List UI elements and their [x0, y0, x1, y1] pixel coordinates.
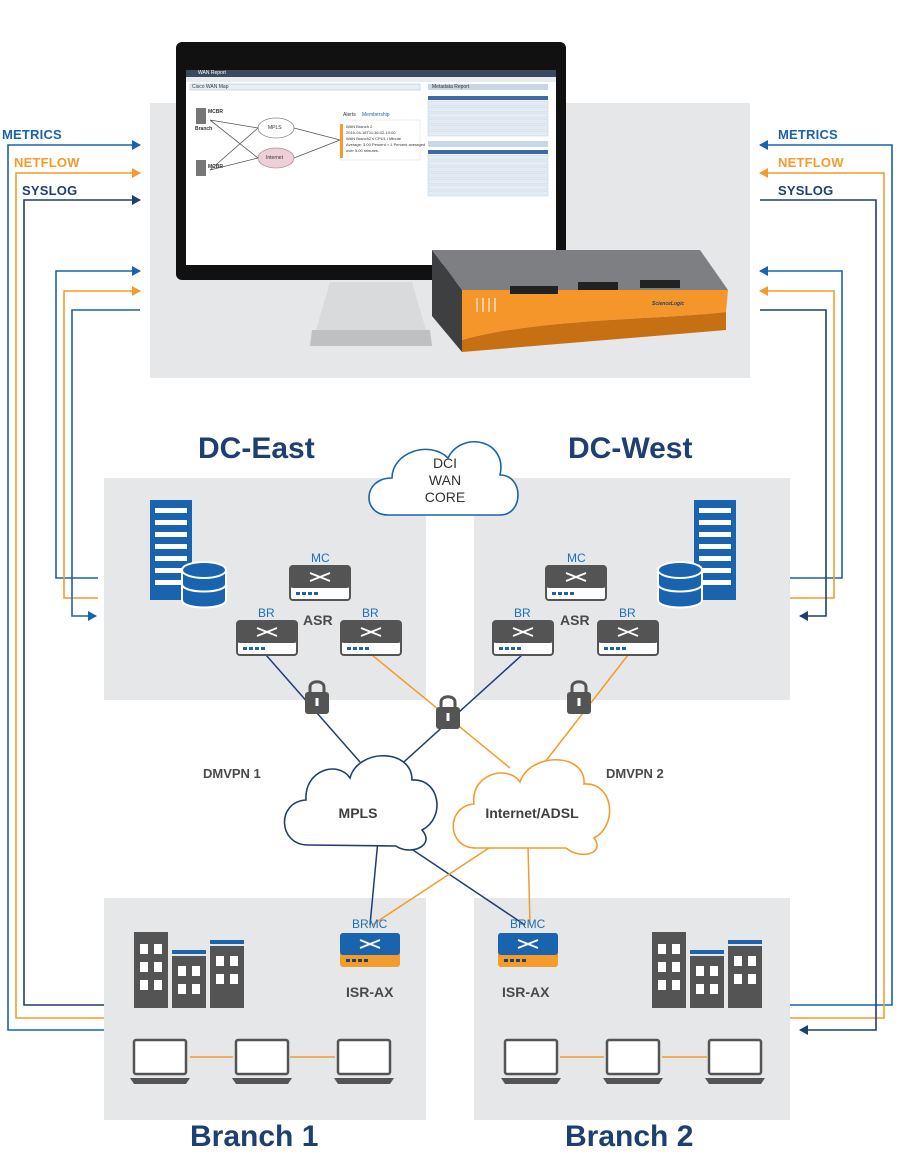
mc-label-west: MC	[567, 551, 586, 565]
screen-panel-title: Metadata Report	[432, 84, 470, 90]
mpls-cloud	[283, 755, 438, 851]
office-buildings-icon	[134, 932, 244, 1008]
branch2-title: Branch 2	[565, 1120, 694, 1153]
syslog-line-dceast	[71, 309, 140, 621]
router-icon	[289, 565, 351, 601]
internet-cloud-label: Internet/ADSL	[485, 805, 579, 821]
metrics-line-branch1	[7, 140, 141, 1031]
dci-cloud	[368, 441, 519, 516]
br-label-east-right: BR	[362, 606, 379, 620]
screen-internet-label: Internet	[266, 155, 283, 161]
netflow-line-branch1	[15, 168, 141, 1019]
br-label-west-left: BR	[514, 606, 531, 620]
mc-label-east: MC	[311, 551, 330, 565]
netflow-label-right: NETFLOW	[778, 155, 844, 170]
router-icon	[236, 620, 298, 656]
mpls-cloud-label: MPLS	[338, 805, 378, 821]
br-label-west-right: BR	[619, 606, 636, 620]
laptop-icon	[603, 1038, 663, 1084]
metrics-label-right: METRICS	[778, 127, 838, 142]
dci-line1: DCI	[432, 455, 458, 471]
netflow-label-left: NETFLOW	[14, 155, 80, 170]
dmvpn1-label: DMVPN 1	[203, 766, 261, 781]
screen-alert-title: WAN Branch 2	[346, 124, 373, 129]
screen-window-title: WAN Report	[198, 70, 226, 76]
netflow-line-branch2	[759, 168, 885, 1019]
screen-alert-line1: 2016-04-18T11:36:02-10:00	[346, 130, 396, 135]
screen-alert-line4: over 5.00 minutes.	[346, 148, 379, 153]
metrics-label-left: METRICS	[2, 127, 62, 142]
appliance-vendor-logo: ScienceLogic	[652, 301, 685, 307]
netflow-line-dcwest	[759, 286, 835, 599]
metrics-line-dcwest	[759, 266, 843, 579]
branch1-title: Branch 1	[190, 1120, 319, 1153]
dmvpn2-label: DMVPN 2	[606, 766, 664, 781]
syslog-label-left: SYSLOG	[22, 183, 78, 198]
office-buildings-icon	[652, 932, 762, 1008]
screen-tab-membership[interactable]: Membership	[362, 112, 390, 118]
laptop-icon	[130, 1038, 190, 1084]
dci-line3: CORE	[424, 489, 466, 505]
brmc-label-branch1: BRMC	[352, 917, 388, 931]
database-icon	[181, 561, 227, 609]
lock-icon	[436, 695, 460, 729]
isr-label-branch2: ISR-AX	[502, 984, 550, 1000]
screen-mpls-label: MPLS	[268, 125, 282, 131]
screen-ui	[186, 70, 556, 197]
syslog-line-dcwest	[760, 309, 827, 621]
screen-alert-line3: Average: 3.00 Percent > 1 Percent averag…	[346, 142, 426, 147]
dc-east-title: DC-East	[198, 432, 315, 465]
dci-cloud-label: DCI WAN CORE	[400, 455, 490, 506]
router-icon	[340, 620, 402, 656]
asr-label-west: ASR	[560, 612, 590, 628]
left-flow-lines	[7, 140, 141, 1031]
metrics-line-dceast	[55, 266, 141, 579]
laptop-icon	[232, 1038, 292, 1084]
netflow-line-dceast	[63, 286, 141, 599]
laptop-icon	[705, 1038, 765, 1084]
brmc-router-icon	[340, 933, 400, 967]
router-icon	[492, 620, 554, 656]
laptop-icon	[501, 1038, 561, 1084]
router-icon	[545, 565, 607, 601]
laptop-icon	[334, 1038, 394, 1084]
screen-mcbr-top: MCBR	[208, 109, 223, 115]
right-flow-lines	[759, 140, 893, 1035]
syslog-label-right: SYSLOG	[778, 183, 834, 198]
database-icon	[657, 561, 703, 609]
dci-line2: WAN	[428, 472, 462, 488]
router-icon	[597, 620, 659, 656]
lock-icon	[305, 680, 329, 714]
brmc-label-branch2: BRMC	[510, 917, 546, 931]
dc-west-title: DC-West	[568, 432, 693, 465]
brmc-router-icon	[498, 933, 558, 967]
dc-west-panel	[474, 478, 790, 700]
isr-label-branch1: ISR-AX	[346, 984, 394, 1000]
asr-label-east: ASR	[303, 612, 333, 628]
br-label-east-left: BR	[258, 606, 275, 620]
screen-alert-line2: WAN Branch2's CPU1 / Minute	[346, 136, 402, 141]
appliance-icon	[432, 250, 728, 352]
syslog-line-branch1	[23, 195, 141, 1006]
screen-mcbr-bottom: MCBR	[208, 164, 223, 170]
internet-cloud	[452, 759, 611, 856]
syslog-line-branch2	[760, 199, 877, 1035]
lock-icon	[567, 680, 591, 714]
metrics-line-branch2	[759, 140, 893, 1006]
screen-tab-alerts[interactable]: Alerts	[343, 112, 356, 118]
screen-map-title: Cisco WAN Map	[192, 84, 229, 90]
screen-branch-label: Branch	[195, 126, 213, 132]
